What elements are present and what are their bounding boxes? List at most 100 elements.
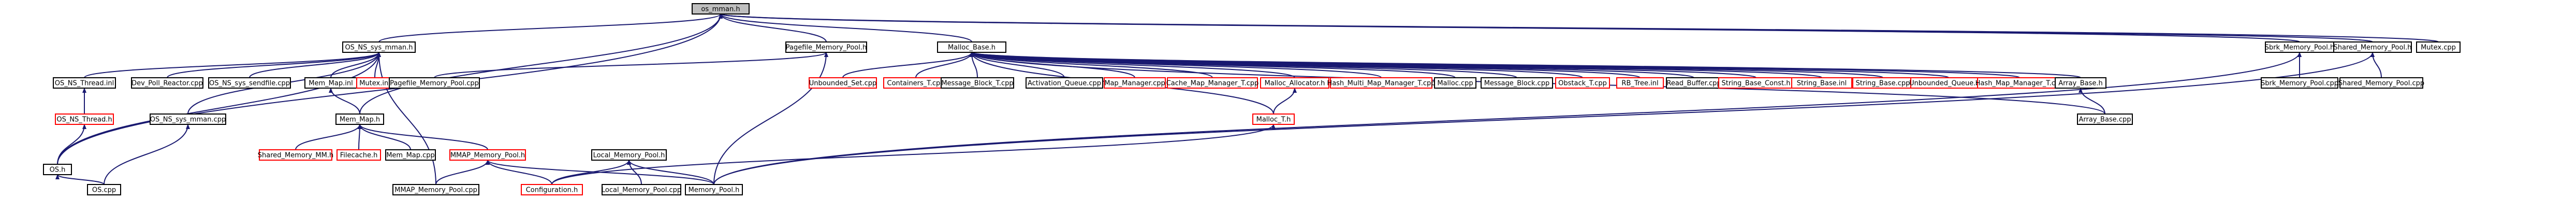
node-containers-t-cpp[interactable]: Containers_T.cpp <box>883 77 948 89</box>
node-label: String_Base.inl <box>1797 80 1847 88</box>
node-box <box>1481 77 1553 89</box>
node-filecache-h[interactable]: Filecache.h <box>336 149 381 161</box>
node-os-ns-thread-inl[interactable]: OS_NS_Thread.inl <box>53 77 116 89</box>
node-os-mman-h[interactable]: os_mman.h <box>692 3 750 15</box>
node-malloc-cpp[interactable]: Malloc.cpp <box>1434 77 1476 89</box>
node-os-ns-sys-mman-h[interactable]: OS_NS_sys_mman.h <box>342 41 416 53</box>
node-mem-map-cpp[interactable]: Mem_Map.cpp <box>385 149 436 161</box>
node-label: String_Base.cpp <box>1856 80 1910 88</box>
node-array-base-cpp[interactable]: Array_Base.cpp <box>2077 113 2133 125</box>
edge-shared-memory-mm-to-mem-map-h <box>295 124 362 150</box>
node-hash-multi-map-manager-t-cpp[interactable]: Hash_Multi_Map_Manager_T.cpp <box>1327 77 1436 89</box>
node-label: Pagefile_Memory_Pool.h <box>786 44 867 52</box>
node-label: Sbrk_Memory_Pool.cpp <box>2261 80 2338 88</box>
node-box <box>2077 113 2133 125</box>
node-pagefile-memory-pool-cpp[interactable]: Pagefile_Memory_Pool.cpp <box>389 77 480 89</box>
node-os-ns-sys-mman-cpp[interactable]: OS_NS_sys_mman.cpp <box>150 113 226 125</box>
edge-os-h-to-os-ns-sys-mman <box>57 52 381 165</box>
node-unbounded-queue-cpp[interactable]: Unbounded_Queue.cpp <box>1909 77 1988 89</box>
node-message-block-cpp[interactable]: Message_Block.cpp <box>1481 77 1553 89</box>
edge-configuration-to-local-pool-h <box>551 160 631 185</box>
node-mmap-memory-pool-cpp[interactable]: MMAP_Memory_Pool.cpp <box>392 184 479 195</box>
node-label: Array_Base.cpp <box>2079 116 2131 124</box>
node-malloc-allocator-h[interactable]: Malloc_Allocator.h <box>1260 77 1329 89</box>
node-label: RB_Tree.inl <box>1621 80 1658 88</box>
node-label: Local_Memory_Pool.cpp <box>602 187 681 194</box>
edge-memory-pool-to-sbrk-pool-h <box>713 52 2302 185</box>
node-shared-memory-mm-h[interactable]: Shared_Memory_MM.h <box>258 149 333 161</box>
node-label: Mutex.inl <box>359 80 390 88</box>
node-mutex-inl[interactable]: Mutex.inl <box>356 77 393 89</box>
node-box <box>1791 77 1852 89</box>
node-os-h[interactable]: OS.h <box>43 164 72 175</box>
node-local-memory-pool-h[interactable]: Local_Memory_Pool.h <box>591 149 667 161</box>
node-mmap-memory-pool-h[interactable]: MMAP_Memory_Pool.h <box>449 149 526 161</box>
node-mem-map-inl[interactable]: Mem_Map.inl <box>304 77 357 89</box>
node-label: Mem_Map.cpp <box>386 152 435 160</box>
node-map-manager-cpp[interactable]: Map_Manager.cpp <box>1104 77 1166 89</box>
node-mutex-cpp[interactable]: Mutex.cpp <box>2416 41 2461 53</box>
node-unbounded-set-cpp[interactable]: Unbounded_Set.cpp <box>809 77 877 89</box>
node-label: OS_NS_Thread.h <box>56 116 112 124</box>
node-sbrk-memory-pool-cpp[interactable]: Sbrk_Memory_Pool.cpp <box>2261 77 2338 89</box>
node-cache-map-manager-t-cpp[interactable]: Cache_Map_Manager_T.cpp <box>1166 77 1259 89</box>
edge-shared-pool-cpp-to-shared-pool-h <box>2370 52 2382 78</box>
node-box <box>602 184 681 195</box>
edge-array-base-h-to-malloc-base <box>970 52 2081 78</box>
edge-unbounded-set-to-malloc-base <box>842 52 974 78</box>
node-string-base-const-h[interactable]: String_Base_Const.h <box>1718 77 1794 89</box>
node-obstack-t-cpp[interactable]: Obstack_T.cpp <box>1555 77 1610 89</box>
node-box <box>2339 77 2423 89</box>
node-os-ns-thread-h[interactable]: OS_NS_Thread.h <box>55 113 114 125</box>
node-rb-tree-inl[interactable]: RB_Tree.inl <box>1616 77 1664 89</box>
edge-array-base-cpp-to-array-base-h <box>2079 88 2105 115</box>
node-sbrk-memory-pool-h[interactable]: Sbrk_Memory_Pool.h <box>2265 41 2335 53</box>
node-pagefile-memory-pool-h[interactable]: Pagefile_Memory_Pool.h <box>785 41 867 53</box>
node-local-memory-pool-cpp[interactable]: Local_Memory_Pool.cpp <box>602 184 681 195</box>
node-label: Shared_Memory_MM.h <box>258 152 333 160</box>
node-configuration-h[interactable]: Configuration.h <box>521 184 583 195</box>
node-label: Activation_Queue.cpp <box>1028 80 1101 88</box>
node-label: Mem_Map.inl <box>309 80 353 88</box>
edge-os-cpp-to-os-ns-sys-mman-cpp <box>104 124 190 185</box>
edge-malloc-base-to-os-mman <box>719 13 972 42</box>
edge-os-h-to-os-ns-thread-h <box>57 124 86 165</box>
node-mem-map-h[interactable]: Mem_Map.h <box>335 113 384 125</box>
node-string-base-cpp[interactable]: String_Base.cpp <box>1852 77 1913 89</box>
node-box <box>2416 41 2461 53</box>
node-message-block-t-cpp[interactable]: Message_Block_T.cpp <box>941 77 1014 89</box>
node-array-base-h[interactable]: Array_Base.h <box>2055 77 2106 89</box>
node-box <box>1104 77 1166 89</box>
edge-memory-pool-to-pagefile-pool-h <box>713 52 828 185</box>
node-string-base-inl[interactable]: String_Base.inl <box>1791 77 1852 89</box>
node-label: OS.cpp <box>92 187 116 194</box>
node-label: Hash_Map_Manager_T.cpp <box>1975 80 2064 88</box>
node-os-ns-sys-sendfile-cpp[interactable]: OS_NS_sys_sendfile.cpp <box>208 77 291 89</box>
node-os-cpp[interactable]: OS.cpp <box>87 184 121 195</box>
edge-mutex-cpp-to-os-mman <box>719 13 2439 42</box>
node-label: MMAP_Memory_Pool.h <box>450 152 525 160</box>
node-label: Obstack_T.cpp <box>1558 80 1607 88</box>
node-hash-map-manager-t-cpp[interactable]: Hash_Map_Manager_T.cpp <box>1975 77 2064 89</box>
node-box <box>449 149 526 161</box>
node-box <box>87 184 121 195</box>
node-malloc-base-h[interactable]: Malloc_Base.h <box>937 41 1006 53</box>
edge-dev-poll-to-os-ns-sys-mman <box>167 52 381 78</box>
node-shared-memory-pool-cpp[interactable]: Shared_Memory_Pool.cpp <box>2338 77 2424 89</box>
node-label: Message_Block.cpp <box>1484 80 1549 88</box>
node-box <box>208 77 291 89</box>
node-dev-poll-reactor-cpp[interactable]: Dev_Poll_Reactor.cpp <box>131 77 203 89</box>
node-box <box>937 41 1006 53</box>
node-label: Mem_Map.h <box>340 116 380 124</box>
node-activation-queue-cpp[interactable]: Activation_Queue.cpp <box>1026 77 1103 89</box>
node-memory-pool-h[interactable]: Memory_Pool.h <box>685 184 743 195</box>
node-read-buffer-cpp[interactable]: Read_Buffer.cpp <box>1666 77 1722 89</box>
node-box <box>385 149 436 161</box>
node-malloc-t-h[interactable]: Malloc_T.h <box>1252 113 1295 125</box>
node-box <box>342 41 416 53</box>
node-shared-memory-pool-h[interactable]: Shared_Memory_Pool.h <box>2333 41 2412 53</box>
node-label: OS_NS_Thread.inl <box>55 80 114 88</box>
edge-local-pool-cpp-to-local-pool-h <box>627 160 642 185</box>
node-label: String_Base_Const.h <box>1722 80 1791 88</box>
edge-filecache-to-mem-map-h <box>357 124 362 150</box>
